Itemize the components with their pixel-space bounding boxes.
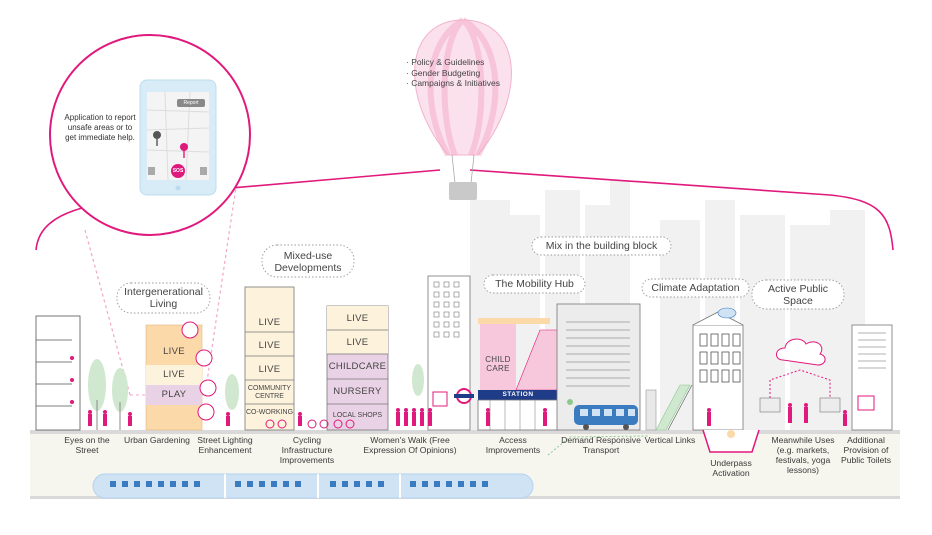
balloon-list: · Policy & Guidelines · Gender Budgeting… <box>406 57 500 89</box>
hot-air-balloon-icon <box>414 17 512 200</box>
label-access-improvements: Access Improvements <box>485 435 541 455</box>
bus-icon <box>574 405 638 430</box>
mid-live-label-1: LIVE <box>346 313 369 324</box>
label-womens-walk: Women's Walk (Free Expression Of Opinion… <box>363 435 457 455</box>
balloon-item-campaigns: · Campaigns & Initiatives <box>406 78 501 88</box>
station-sign: STATION <box>502 391 534 398</box>
bicycles <box>265 419 355 429</box>
hub-childcare-label: CHILD CARE <box>485 355 511 373</box>
tower-live-label-2: LIVE <box>258 340 281 351</box>
balloon-item-policy: · Policy & Guidelines <box>406 57 485 67</box>
label-vertical-links: Vertical Links <box>644 435 696 445</box>
eyes-on-street-building <box>35 315 81 431</box>
tall-office-building <box>427 275 474 431</box>
childcare-label: CHILDCARE <box>328 361 387 372</box>
mixed-use-tower <box>244 286 295 431</box>
phone-caption: Application to report unsafe areas or to… <box>64 113 136 142</box>
people-silhouettes <box>88 403 847 426</box>
cloud-mobility-hub: The Mobility Hub <box>495 278 574 290</box>
live-label-2: LIVE <box>163 369 185 380</box>
sos-label: SOS <box>172 168 184 174</box>
label-cycling-infrastructure: Cycling Infrastructure Improvements <box>279 435 335 465</box>
tower-live-label-3: LIVE <box>258 364 281 375</box>
label-street-lighting: Street Lighting Enhancement <box>197 435 253 455</box>
nursery-label: NURSERY <box>333 386 382 397</box>
cloud-intergenerational-living: Intergenerational Living <box>124 286 203 310</box>
community-centre-label: COMMUNITY CENTRE <box>247 385 292 400</box>
intergenerational-building <box>145 321 217 431</box>
cloud-mixed-use-developments: Mixed-use Developments <box>274 250 342 274</box>
public-toilets-building <box>851 324 893 431</box>
live-label-1: LIVE <box>163 346 185 357</box>
underpass-icon <box>702 429 760 453</box>
label-urban-gardening: Urban Gardening <box>124 435 190 445</box>
cloud-mix-in-building-block: Mix in the building block <box>545 240 658 252</box>
active-public-space <box>759 338 841 413</box>
mid-live-label-2: LIVE <box>346 337 369 348</box>
vertical-links-escalator <box>645 384 693 431</box>
childcare-building <box>326 305 389 431</box>
cloud-active-public-space: Active Public Space <box>767 283 829 307</box>
balloon-item-gender-budgeting: · Gender Budgeting <box>406 67 481 78</box>
coworking-label: CO-WORKING <box>245 409 294 416</box>
label-eyes-on-street: Eyes on the Street <box>64 435 110 455</box>
label-meanwhile-uses: Meanwhile Uses (e.g. markets, festivals,… <box>771 435 835 475</box>
underground-train-icon <box>92 473 534 499</box>
report-label: Report <box>183 100 199 106</box>
label-public-toilets: Additional Provision of Public Toilets <box>841 435 891 465</box>
label-demand-responsive-transport: Demand Responsive Transport <box>561 435 641 455</box>
climate-adaptation-building <box>692 307 744 431</box>
label-underpass-activation: Underpass Activation <box>710 458 752 478</box>
tower-live-label-1: LIVE <box>258 317 281 328</box>
local-shops-label: LOCAL SHOPS <box>332 412 383 419</box>
play-label: PLAY <box>161 389 187 400</box>
cloud-climate-adaptation: Climate Adaptation <box>651 282 740 294</box>
